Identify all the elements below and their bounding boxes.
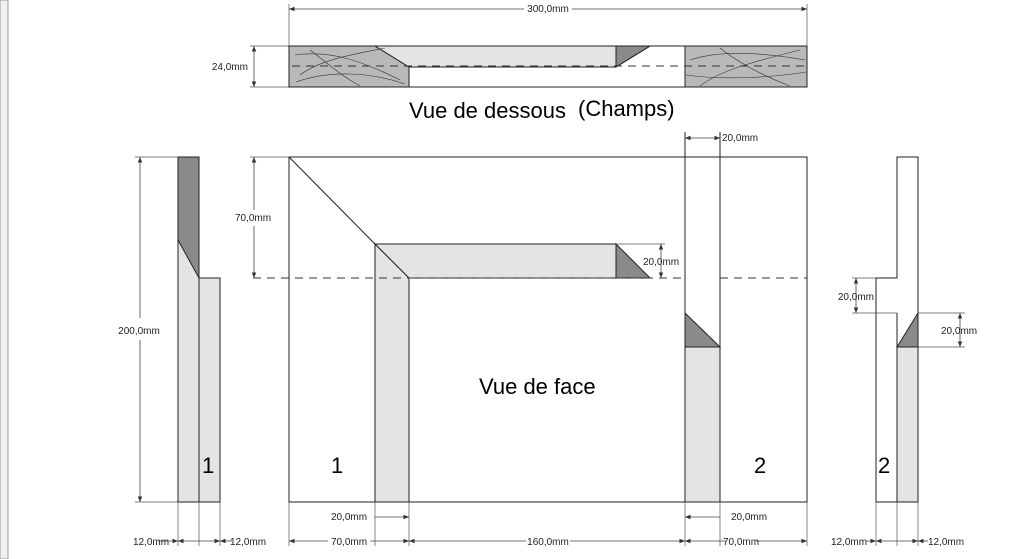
dim-total-width: 300,0mm (527, 4, 569, 15)
dim-right-side-offset: 20,0mm (838, 292, 874, 303)
front-view-title: Vue de face (479, 374, 596, 399)
part-label-front-right: 2 (754, 453, 766, 478)
dim-side-height: 200,0mm (118, 326, 160, 337)
part-label-left-side: 1 (202, 453, 214, 478)
dim-bottom-12-d: 12,0mm (928, 537, 964, 548)
bottom-view: 300,0mm 24,0mm (212, 4, 808, 88)
right-end-grain (684, 45, 808, 88)
dim-right-side-chamfer: 20,0mm (941, 326, 977, 337)
dim-top-right-width: 20,0mm (722, 133, 758, 144)
part-label-front-left: 1 (331, 453, 343, 478)
front-view: 70,0mm 20,0mm 20,0mm 20,0mm 20,0mm 70,0m… (235, 132, 808, 548)
dim-bottom-70-left: 70,0mm (331, 537, 367, 548)
left-end-grain (288, 45, 410, 88)
dim-bottom-12-a: 12,0mm (133, 537, 169, 548)
right-side-view: 20,0mm 20,0mm 2 12,0mm 12,0mm (831, 156, 977, 548)
dim-bottom-12-b: 12,0mm (230, 537, 266, 548)
window-left-border (0, 0, 9, 559)
dim-left-inner: 20,0mm (331, 512, 367, 523)
miter-triangle (615, 45, 652, 68)
part-label-right-side: 2 (878, 453, 890, 478)
bottom-view-title: Vue de dessous (409, 98, 566, 123)
dim-bottom-70-right: 70,0mm (723, 537, 759, 548)
dim-thickness: 24,0mm (212, 62, 248, 73)
dim-right-inner: 20,0mm (731, 512, 767, 523)
dim-bottom-160: 160,0mm (527, 537, 569, 548)
dim-notch-small: 20,0mm (643, 257, 679, 268)
bottom-view-subtitle: (Champs) (578, 96, 675, 121)
dim-bottom-12-c: 12,0mm (831, 537, 867, 548)
left-side-view: 200,0mm 1 12,0mm 12,0mm (118, 156, 266, 548)
dim-rail-height: 70,0mm (235, 213, 271, 224)
top-rail-strip (373, 45, 652, 68)
